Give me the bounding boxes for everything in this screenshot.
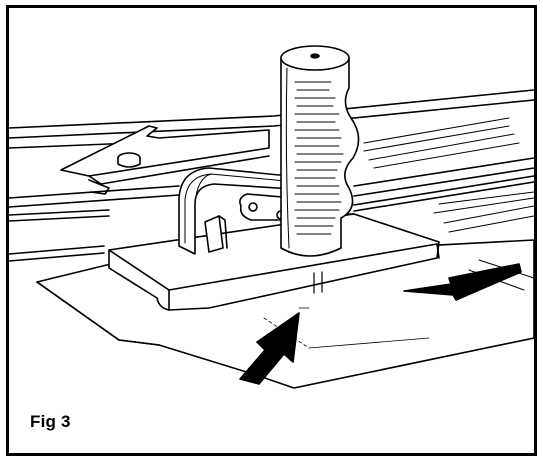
slide-arrow-horizontal [403,263,522,301]
blade-plate [60,125,270,195]
clamp-bracket [178,167,310,255]
figure-caption: Fig 3 [30,412,71,431]
mat-cutter-illustration [9,45,534,389]
push-arrow-diagonal [239,312,300,385]
handle [280,45,360,257]
guide-rail [9,89,534,262]
figure-frame: Fig 3 [6,5,537,456]
